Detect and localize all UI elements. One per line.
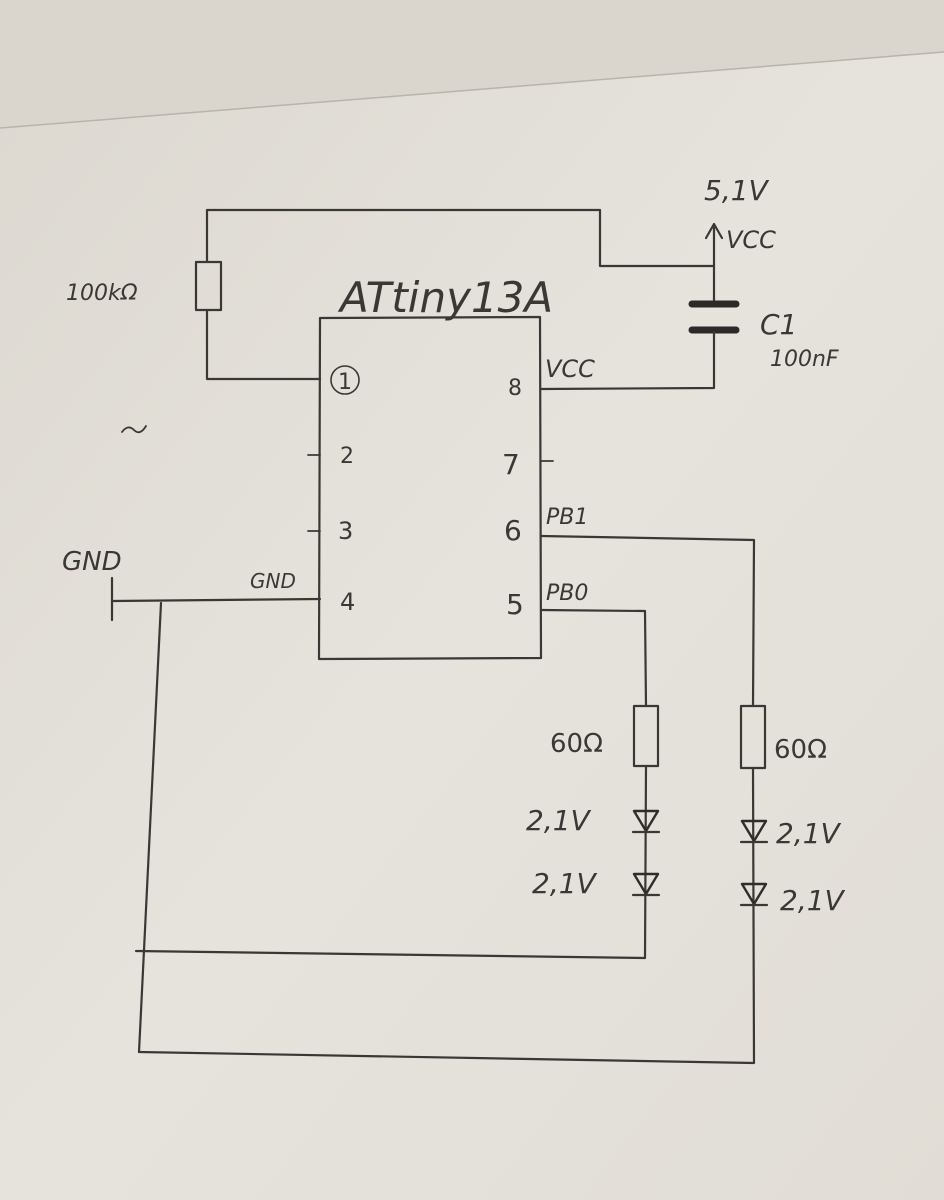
- wire-cap-pin8: [539, 330, 716, 391]
- pb1-led2-voltage: 2,1V: [780, 884, 846, 917]
- ground-label: GND: [62, 547, 122, 577]
- capacitor-name: C1: [760, 308, 797, 341]
- wire-pb1-return: [137, 766, 756, 1065]
- capacitor-value: 100nF: [770, 347, 839, 372]
- wire-pb1: [539, 534, 756, 708]
- wire-pb0: [539, 608, 648, 708]
- pullup-resistor-value: 100kΩ: [66, 281, 138, 306]
- chip-name: ATtiny13A: [337, 273, 553, 322]
- pb1-led1-icon: [739, 819, 769, 844]
- pb0-led1-voltage: 2,1V: [526, 804, 592, 837]
- vcc-arrow-icon: [704, 222, 724, 240]
- pin3-label: 3: [338, 517, 353, 545]
- wire-gnd-vertical: [137, 601, 163, 1054]
- pb0-led1-icon: [631, 809, 661, 834]
- paper-top-sheet: [0, 0, 944, 128]
- pin6-label: 6: [504, 514, 522, 547]
- pb1-led1-voltage: 2,1V: [776, 817, 842, 850]
- pin1-marker-circle: [330, 365, 360, 395]
- pin4-label: 4: [340, 588, 355, 616]
- supply-label: VCC: [726, 226, 776, 254]
- wire-pullup-pin1: [205, 308, 322, 381]
- pb0-resistor-value: 60Ω: [550, 729, 603, 759]
- pin4-gnd-label: GND: [250, 569, 296, 593]
- stray-pencil-mark: [121, 425, 147, 434]
- pb1-resistor-value: 60Ω: [774, 735, 827, 765]
- supply-voltage: 5,1V: [704, 174, 770, 207]
- pin2-label: 2: [340, 444, 354, 469]
- wire-gnd-pin4: [110, 597, 322, 603]
- pin1-label: 1: [338, 370, 352, 395]
- paper-edge: [0, 51, 944, 129]
- pin6-pb1-label: PB1: [546, 505, 588, 530]
- pb0-led2-icon: [631, 872, 661, 897]
- pb1-led2-icon: [739, 882, 769, 907]
- pin5-label: 5: [506, 588, 524, 621]
- pin8-label: 8: [508, 376, 522, 401]
- pin8-vcc-label: VCC: [545, 355, 595, 383]
- pb0-led2-voltage: 2,1V: [532, 867, 598, 900]
- ic-body: [317, 315, 543, 661]
- pin7-label: 7: [502, 448, 520, 481]
- wire-pullup-top: [205, 208, 716, 268]
- pullup-resistor: [194, 260, 223, 312]
- pin5-pb0-label: PB0: [546, 581, 588, 606]
